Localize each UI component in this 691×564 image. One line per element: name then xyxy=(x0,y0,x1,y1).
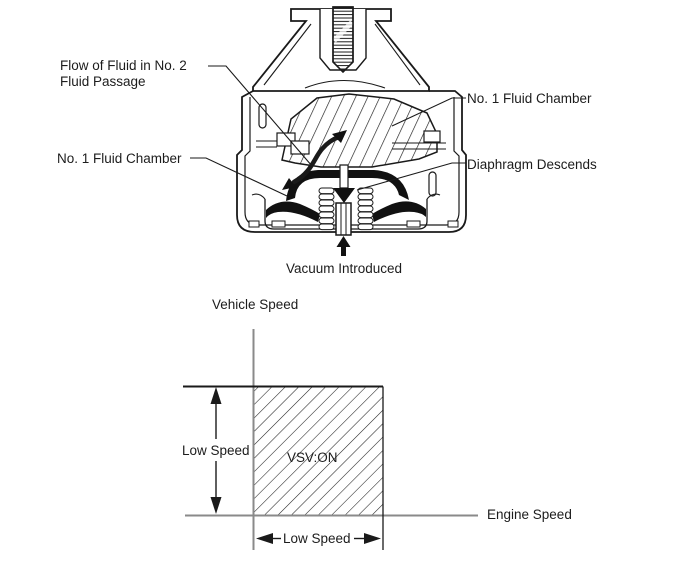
diaphragm-black xyxy=(266,170,426,222)
graph-xlabel-engine-speed: Engine Speed xyxy=(487,507,572,522)
leader-flow-passage xyxy=(208,65,313,167)
leader-chamber-right xyxy=(391,97,466,127)
graph-ylabel-vehicle-speed: Vehicle Speed xyxy=(212,297,299,312)
label-flow-of-fluid: Flow of Fluid in No. 2 Fluid Passage xyxy=(60,58,187,90)
graph-label-vsv-on: VSV:ON xyxy=(287,450,338,465)
arrowhead-up xyxy=(210,387,222,404)
fluid-flow-arrow xyxy=(282,130,347,190)
graph-label-low-speed-horizontal: Low Speed xyxy=(283,531,351,546)
bellows-coils xyxy=(318,187,374,231)
arrowhead-left xyxy=(256,533,273,544)
arrowhead-right xyxy=(364,533,381,544)
diaphragm-detail-left xyxy=(271,220,286,228)
graph-label-low-speed-vertical: Low Speed xyxy=(182,443,250,458)
leader-lines xyxy=(190,65,466,197)
label-vacuum-introduced: Vacuum Introduced xyxy=(286,261,403,276)
vsv-on-region-hatched xyxy=(254,387,383,515)
leader-diaphragm xyxy=(356,162,466,191)
label-flow-of-fluid-line1: Flow of Fluid in No. 2 xyxy=(60,58,187,73)
arrowhead-down xyxy=(210,497,222,514)
rubber-dome-hatched xyxy=(281,93,438,168)
engine-mount-illustration xyxy=(190,6,467,256)
mount-housing xyxy=(236,90,467,233)
label-diaphragm-descends: Diaphragm Descends xyxy=(467,157,597,172)
label-no1-fluid-chamber-left: No. 1 Fluid Chamber xyxy=(57,151,182,166)
label-no1-fluid-chamber-right: No. 1 Fluid Chamber xyxy=(467,91,592,106)
diaphragm-down-arrow xyxy=(333,164,355,203)
label-flow-of-fluid-line2: Fluid Passage xyxy=(60,74,146,89)
vsv-graph xyxy=(183,329,478,550)
orifice-plate xyxy=(256,130,446,155)
diaphragm-detail-right xyxy=(406,220,421,228)
vacuum-up-arrow xyxy=(336,236,351,256)
mount-stud-bolt xyxy=(332,6,354,74)
leader-chamber-left xyxy=(190,157,288,197)
vacuum-tube xyxy=(335,202,352,236)
